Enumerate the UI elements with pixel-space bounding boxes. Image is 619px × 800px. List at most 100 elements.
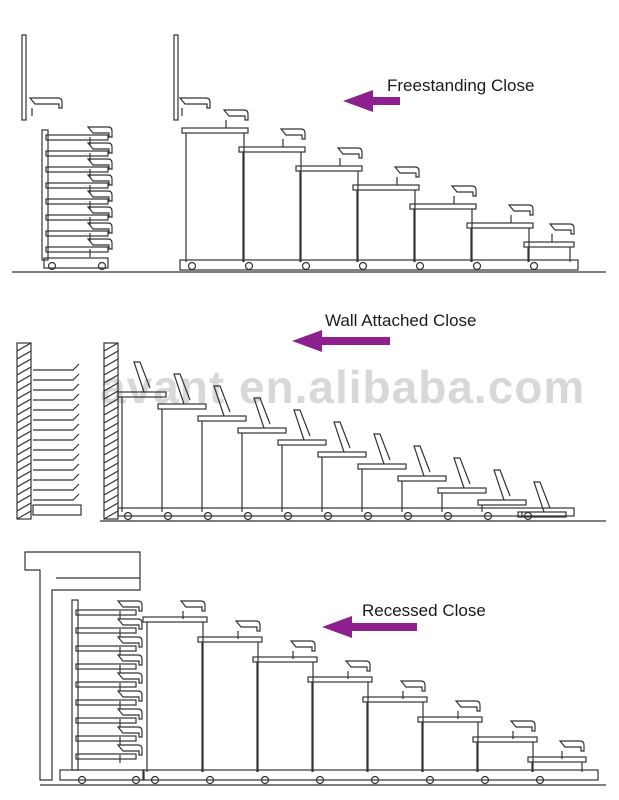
wall-hatch — [103, 478, 119, 488]
wheel — [187, 261, 197, 271]
seat — [507, 204, 534, 216]
folded-row — [33, 433, 80, 441]
step-tread — [417, 716, 483, 723]
step-tread — [397, 475, 447, 482]
wheel — [301, 261, 311, 271]
folded-row — [33, 473, 80, 481]
wall-hatch — [103, 414, 119, 424]
seat — [336, 147, 363, 159]
chair-back — [253, 397, 271, 429]
seat — [234, 620, 261, 632]
folded-row — [75, 735, 137, 742]
wall-hatch — [103, 486, 119, 496]
wall-hatch — [16, 470, 32, 480]
folded-row — [45, 182, 109, 189]
wall-attached-close-label: Wall Attached Close — [325, 311, 477, 330]
seat — [393, 166, 420, 178]
folded-row — [33, 413, 80, 421]
wall-hatch — [103, 374, 119, 384]
seat — [86, 142, 113, 154]
folded-row — [45, 198, 109, 205]
step-tread — [142, 616, 208, 623]
seat — [28, 97, 63, 109]
step-tread — [437, 487, 487, 494]
seat — [116, 708, 143, 720]
folded-row — [33, 363, 80, 371]
folded-row — [45, 134, 109, 141]
seat — [558, 740, 585, 752]
step-tread — [307, 676, 373, 683]
wall-hatch — [103, 358, 119, 368]
wall-hatch — [103, 342, 119, 352]
folded-row — [75, 699, 137, 706]
wall — [16, 342, 32, 520]
step-tread — [317, 451, 367, 458]
wheel — [47, 261, 57, 271]
seat — [116, 726, 143, 738]
seat — [548, 223, 575, 235]
frame-post — [41, 129, 49, 261]
folded-row — [75, 663, 137, 670]
seat — [509, 720, 536, 732]
base-beam — [142, 769, 599, 781]
step-tread — [527, 756, 587, 763]
folded-row — [75, 717, 137, 724]
recess-housing — [24, 551, 141, 781]
wall-hatch — [16, 478, 32, 488]
folded-row — [33, 393, 80, 401]
seat — [116, 654, 143, 666]
carriage — [32, 504, 82, 516]
step-tread — [277, 439, 327, 446]
folded-row — [33, 453, 80, 461]
step-tread — [237, 427, 287, 434]
seat — [116, 672, 143, 684]
step-tread — [117, 391, 167, 398]
step-tread — [409, 203, 477, 210]
step-tread — [357, 463, 407, 470]
wall-hatch — [103, 494, 119, 504]
chair-back — [173, 373, 191, 405]
chair-back — [133, 361, 151, 393]
wall-hatch — [16, 406, 32, 416]
seat — [178, 97, 211, 109]
wheel — [77, 775, 87, 785]
wall-hatch — [16, 462, 32, 472]
seat — [399, 680, 426, 692]
seat — [454, 700, 481, 712]
step-tread — [197, 636, 263, 643]
wheel — [472, 261, 482, 271]
step-tread — [472, 736, 538, 743]
folded-row — [33, 423, 80, 431]
folded-row — [45, 214, 109, 221]
seat — [116, 744, 143, 756]
step-tread — [181, 127, 249, 134]
wall-hatch — [103, 350, 119, 360]
chair-back — [533, 481, 551, 513]
wall-hatch — [16, 358, 32, 368]
folded-row — [75, 609, 137, 616]
wall-hatch — [16, 438, 32, 448]
folded-row — [45, 230, 109, 237]
chair-back — [373, 433, 391, 465]
folded-row — [33, 493, 80, 501]
wall-hatch — [16, 366, 32, 376]
wall-hatch — [16, 390, 32, 400]
wall-hatch — [103, 438, 119, 448]
chair-back — [213, 385, 231, 417]
step-tread — [197, 415, 247, 422]
rail — [21, 34, 27, 121]
wall-hatch — [103, 430, 119, 440]
chair-back — [413, 445, 431, 477]
step-tread — [362, 696, 428, 703]
wall-hatch — [16, 374, 32, 384]
seat — [86, 158, 113, 170]
wall-hatch — [16, 502, 32, 512]
folded-row — [75, 753, 137, 760]
folded-row — [33, 443, 80, 451]
recessed-close-label: Recessed Close — [362, 601, 486, 620]
wall-hatch — [103, 454, 119, 464]
seat — [344, 660, 371, 672]
wall-hatch — [103, 502, 119, 512]
seat — [86, 174, 113, 186]
